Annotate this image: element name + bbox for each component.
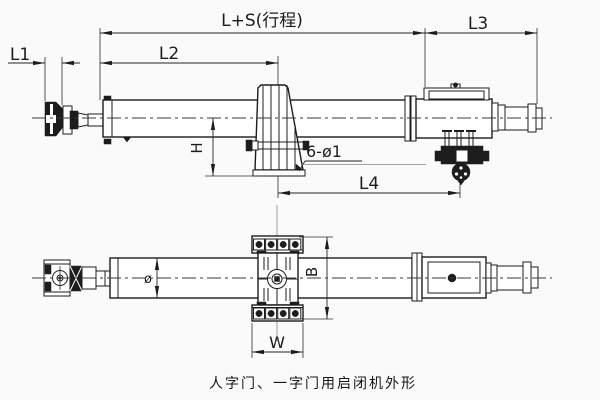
bottom-rear-body	[411, 252, 539, 302]
bottom-view: W B ø	[32, 205, 552, 358]
dim-label-stroke-total: L+S(行程)	[221, 11, 303, 31]
top-rear-body	[404, 82, 543, 142]
dim-label-b: B	[303, 267, 321, 277]
flange-bolts-top	[253, 238, 302, 251]
top-cylinder-barrel	[102, 95, 408, 145]
top-view: L+S(行程) L3 L1 L2 L4 H 6-ø1	[8, 11, 552, 198]
dim-label-l3: L3	[468, 14, 488, 34]
top-view-dimensions: L+S(行程) L3 L1 L2 L4 H 6-ø1	[8, 11, 538, 198]
dim-label-h: H	[188, 142, 206, 153]
dim-label-l2: L2	[159, 44, 179, 64]
flange-plate	[251, 205, 304, 341]
dim-label-w: W	[269, 333, 285, 352]
flange-ribs	[258, 253, 298, 305]
drawing-caption: 人字门、一字门用启闭机外形	[209, 376, 417, 392]
top-mount-bracket	[245, 84, 310, 177]
dim-label-bore-dia: ø	[144, 272, 152, 287]
top-rod-clevis	[44, 101, 105, 137]
dim-label-l1: L1	[10, 45, 30, 65]
dim-label-l4: L4	[359, 174, 379, 194]
dim-label-bolt-holes: 6-ø1	[306, 142, 342, 161]
bolt-hole-leader	[298, 160, 426, 172]
flange-bolts-bottom	[253, 307, 302, 320]
top-valve-block	[434, 130, 490, 186]
